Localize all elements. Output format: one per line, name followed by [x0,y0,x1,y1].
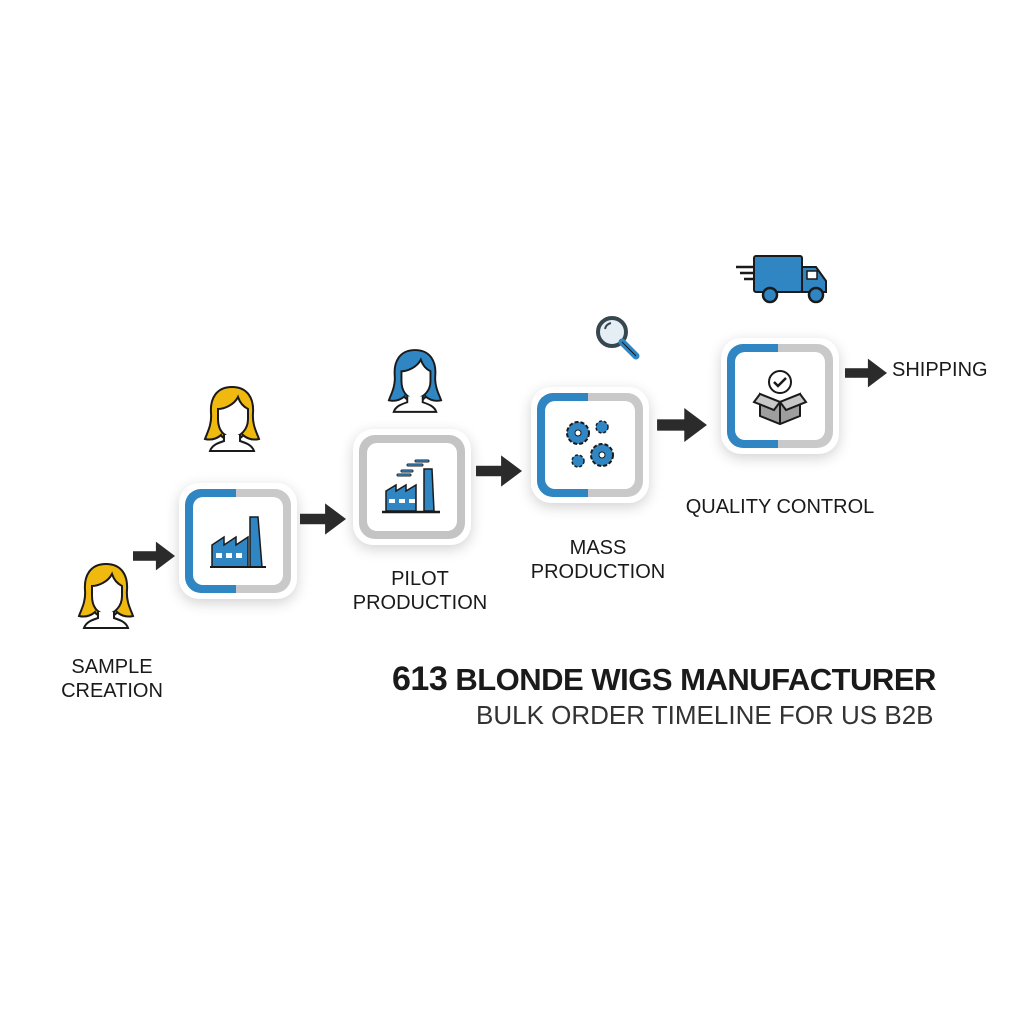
label-line: CREATION [61,680,163,702]
factory-smoke-icon [382,459,440,514]
label-line: PILOT [391,568,449,590]
label-line: SAMPLE [71,656,153,678]
step-pilot-production-card[interactable] [353,429,471,545]
gears-icon [566,420,614,468]
title-text: BLONDE WIGS MANUFACTURER [447,662,936,697]
magnifier-icon [596,316,640,360]
label-line: PRODUCTION [530,561,666,583]
step-label-pilot-production: PILOT PRODUCTION [340,567,500,615]
arrow-right-icon [656,408,708,442]
woman-avatar-icon [76,560,136,630]
step-label-quality-control: QUALITY CONTROL [685,496,875,518]
page-subtitle: BULK ORDER TIMELINE FOR US B2B [476,700,934,730]
woman-avatar-icon [386,346,444,414]
arrow-right-icon [300,503,346,535]
box-check-icon [752,370,808,426]
step-sample-creation-card[interactable] [179,483,297,599]
arrow-right-icon [133,541,175,571]
arrow-right-icon [845,357,887,389]
factory-icon [210,516,266,568]
step-mass-production-card[interactable] [531,387,649,503]
page-title: 613 BLONDE WIGS MANUFACTURER [392,660,936,699]
label-line: PRODUCTION [352,592,488,614]
label-line: MASS [569,537,627,559]
title-number: 613 [392,660,448,698]
arrow-right-icon [476,455,522,487]
truck-icon [736,255,827,304]
step-label-shipping: SHIPPING [892,359,988,381]
step-label-mass-production: MASS PRODUCTION [518,536,678,584]
step-label-sample-creation: SAMPLE CREATION [42,655,182,703]
woman-avatar-icon [202,383,262,453]
step-quality-control-card[interactable] [721,338,839,454]
